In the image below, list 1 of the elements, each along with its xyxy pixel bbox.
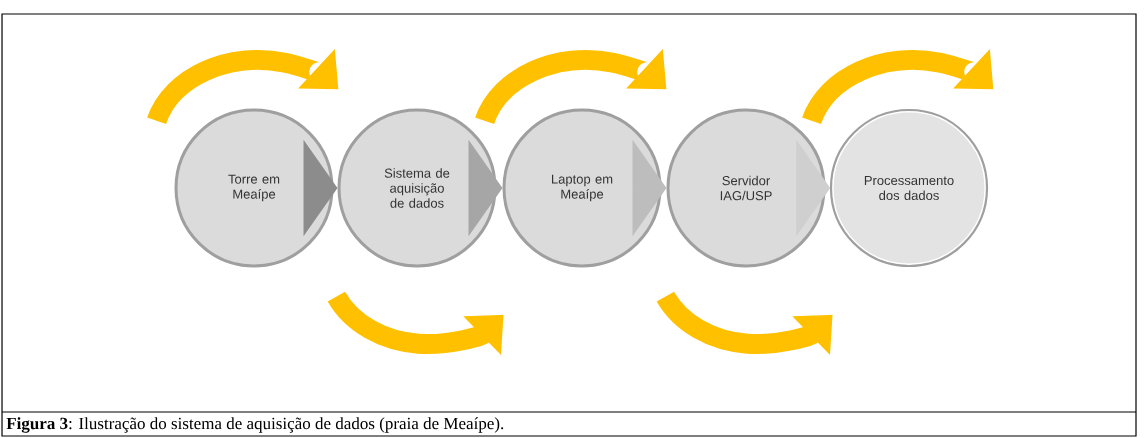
caption: Figura 3: Ilustração do sistema de aquisição de dados (praia de Meaípe). [6, 417, 504, 433]
